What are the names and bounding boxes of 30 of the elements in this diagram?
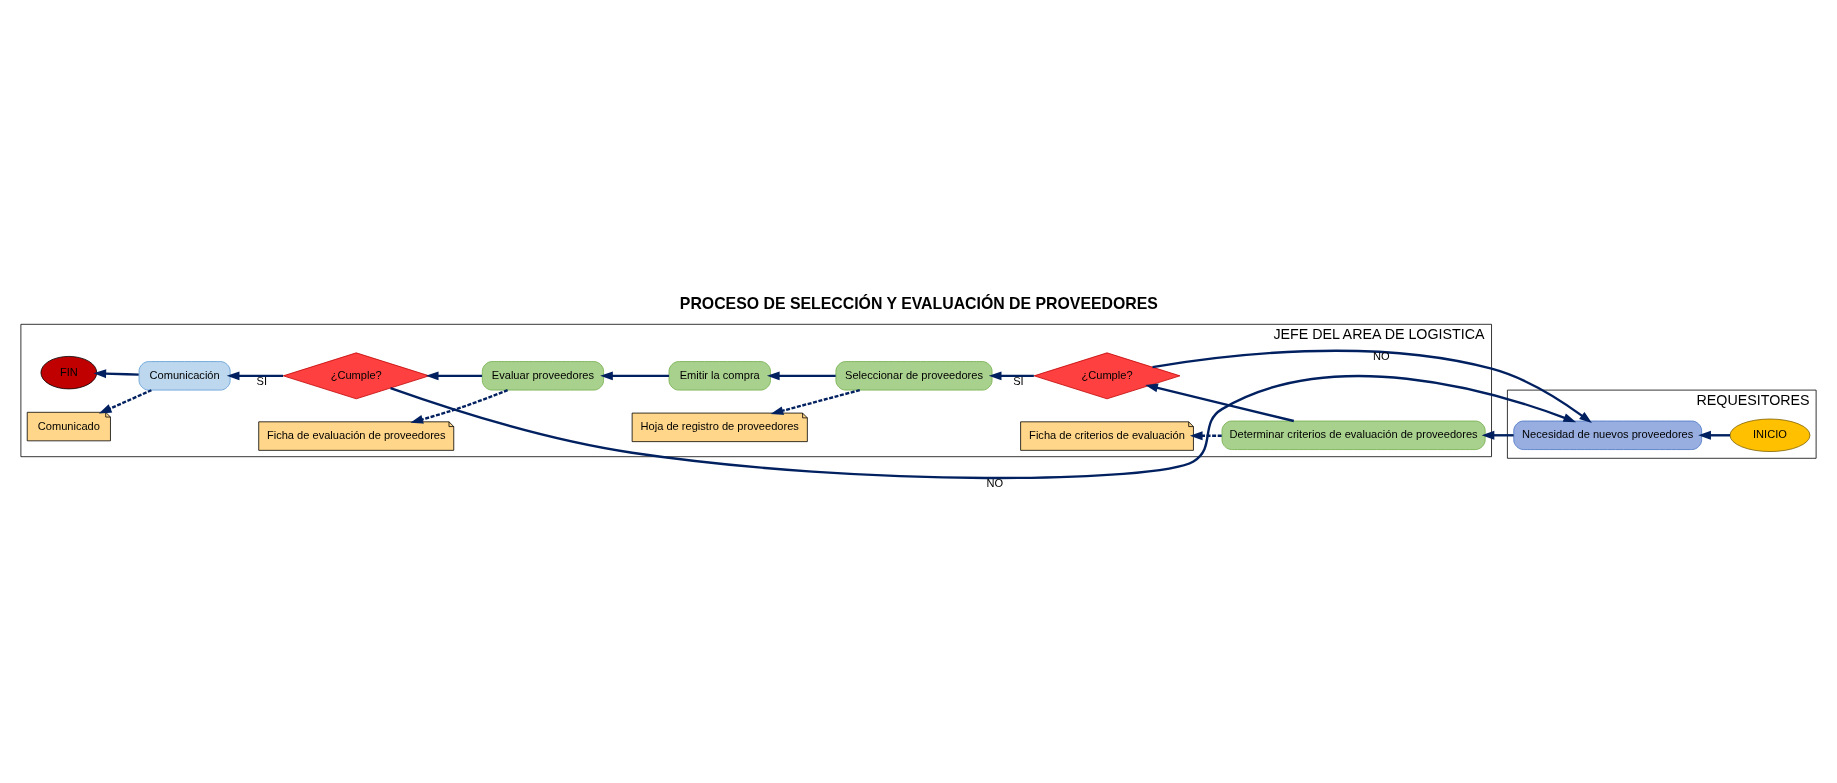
diagram-title: PROCESO DE SELECCIÓN Y EVALUACIÓN DE PROVEEDORES	[679, 294, 1158, 312]
arrow	[98, 388, 152, 414]
arrow	[766, 370, 836, 380]
arrow	[988, 370, 1034, 380]
arrow	[1152, 349, 1592, 423]
node-diamond: ¿Cumple?	[282, 351, 430, 399]
node-box: Emitir la compra	[668, 360, 771, 390]
edge-label: SI	[256, 374, 267, 387]
arrow	[93, 368, 139, 378]
arrow	[226, 370, 284, 380]
node-box: Comunicación	[138, 360, 231, 390]
edge-label: NO	[986, 476, 1004, 489]
arrow	[390, 374, 1577, 479]
node-box: Determinar criterios de evaluación de proveedores	[1221, 420, 1486, 450]
node-box: Evaluar proveedores	[481, 360, 604, 390]
node-box: Seleccionar de proveedores	[835, 360, 993, 390]
edge-label: NO	[1372, 349, 1390, 362]
node-diamond: ¿Cumple?	[1033, 351, 1181, 399]
edge-label: SI	[1013, 374, 1024, 387]
node-ellipse: INICIO	[1729, 418, 1811, 452]
arrow	[1189, 430, 1222, 440]
node-ellipse: FIN	[40, 355, 98, 389]
arrow	[425, 370, 483, 380]
arrow	[1481, 430, 1514, 440]
arrow	[770, 388, 861, 415]
arrow	[600, 370, 669, 380]
arrow	[1145, 383, 1295, 422]
node-box: Necesidad de nuevos proveedores	[1513, 420, 1703, 450]
arrow	[410, 388, 509, 424]
arrow	[1698, 430, 1731, 440]
